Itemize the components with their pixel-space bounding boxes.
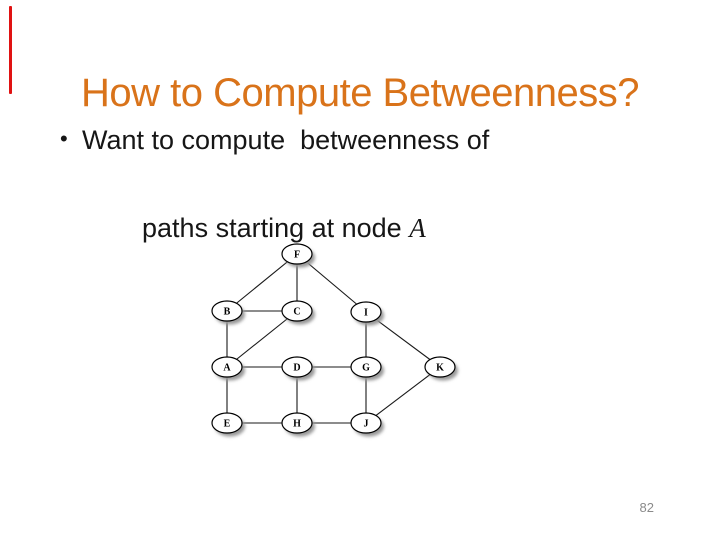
node-ellipse [281, 300, 313, 322]
graph-nodes: F B C I A D G K E H J [211, 243, 458, 437]
node-label: K [436, 363, 444, 374]
node-label: H [293, 419, 301, 430]
node-label: D [293, 363, 300, 374]
graph-node-J: J [350, 412, 384, 437]
node-ellipse [350, 356, 382, 378]
graph-edge-F-B [226, 253, 298, 312]
node-a-symbol: A [409, 213, 426, 243]
node-ellipse [281, 243, 313, 265]
node-label: J [364, 419, 369, 430]
node-ellipse [350, 412, 382, 434]
bullet-marker: • [60, 126, 68, 151]
node-ellipse [211, 300, 243, 322]
betweenness-graph: F B C I A D G K E H J [211, 243, 458, 437]
bullet-text: Want to compute betweenness of paths sta… [82, 118, 489, 294]
graph-node-E: E [211, 412, 245, 437]
red-ink-stroke [9, 6, 12, 94]
node-ellipse [350, 301, 382, 323]
node-ellipse [424, 356, 456, 378]
node-label: E [224, 419, 231, 430]
graph-figure: F B C I A D G K E H J [180, 230, 500, 460]
node-ellipse [211, 356, 243, 378]
graph-node-G: G [350, 356, 384, 381]
bullet-line2: paths starting at node [142, 213, 410, 243]
node-ellipse [281, 356, 313, 378]
node-label: A [223, 363, 231, 374]
bullet-block: • Want to compute betweenness of paths s… [60, 118, 620, 294]
node-label: G [362, 363, 370, 374]
graph-edge-C-A [226, 310, 298, 368]
bullet-line1: Want to compute betweenness of [82, 125, 490, 155]
graph-node-B: B [211, 300, 245, 325]
node-label: F [294, 250, 300, 261]
node-label: I [364, 308, 368, 319]
node-label: C [293, 307, 300, 318]
graph-node-D: D [281, 356, 315, 381]
page-number: 82 [639, 500, 654, 515]
graph-node-C: C [281, 300, 315, 325]
slide-title: How to Compute Betweenness? [81, 70, 639, 115]
graph-node-K: K [424, 356, 458, 381]
node-ellipse [211, 412, 243, 434]
graph-node-A: A [211, 356, 245, 381]
graph-node-H: H [281, 412, 315, 437]
graph-node-I: I [350, 301, 384, 326]
graph-edge-J-K [365, 366, 441, 424]
graph-node-F: F [281, 243, 315, 268]
node-label: B [224, 307, 231, 318]
graph-edges [226, 253, 441, 424]
node-ellipse [281, 412, 313, 434]
